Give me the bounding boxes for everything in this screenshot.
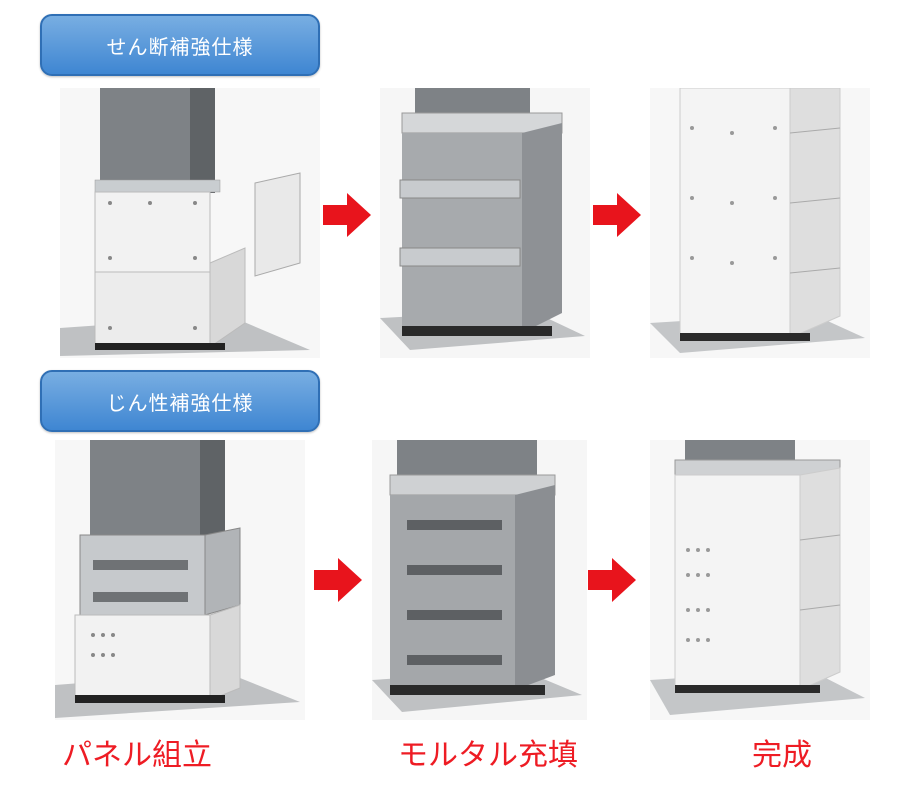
step-label-completed: 完成 bbox=[752, 738, 812, 773]
shear-panel-assembly-illustration bbox=[60, 88, 320, 358]
step-label-mortar-filling: モルタル充填 bbox=[398, 738, 578, 773]
toughness-mortar-filling-illustration bbox=[372, 440, 587, 720]
toughness-reinforcement-heading: じん性補強仕様 bbox=[40, 370, 320, 432]
shear-mortar-filling-illustration bbox=[380, 88, 590, 358]
shear-completed-illustration bbox=[650, 88, 870, 358]
right-arrow-icon bbox=[588, 558, 636, 602]
toughness-completed-illustration bbox=[650, 440, 870, 720]
right-arrow-icon bbox=[593, 193, 641, 237]
toughness-panel-assembly-illustration bbox=[55, 440, 305, 720]
right-arrow-icon bbox=[323, 193, 371, 237]
shear-reinforcement-heading: せん断補強仕様 bbox=[40, 14, 320, 76]
step-label-panel-assembly: パネル組立 bbox=[62, 738, 212, 773]
right-arrow-icon bbox=[314, 558, 362, 602]
